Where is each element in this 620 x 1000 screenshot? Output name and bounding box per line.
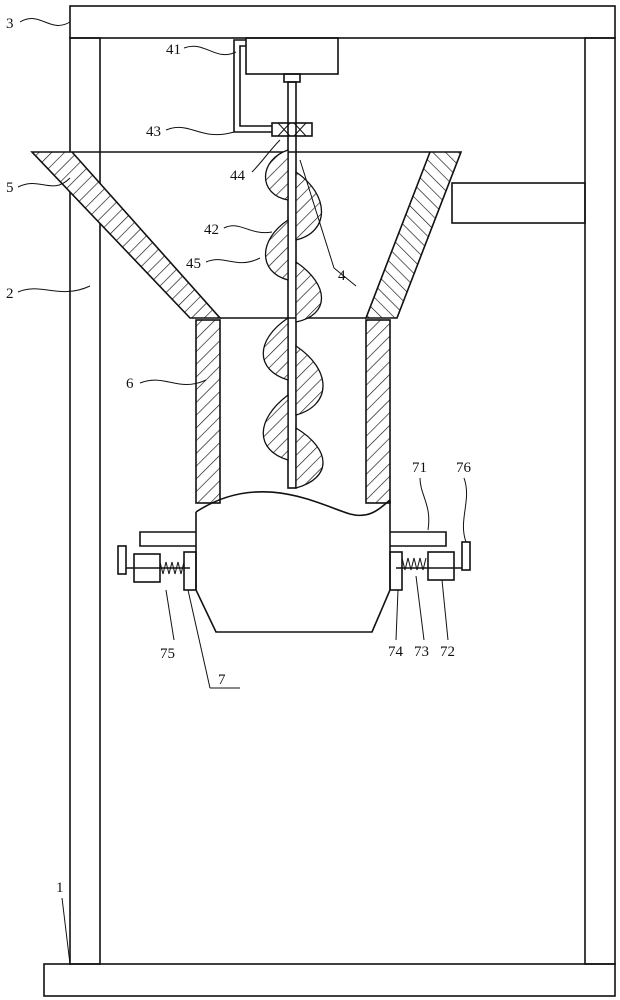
label-45: 45 bbox=[186, 256, 201, 272]
screw-shaft bbox=[287, 81, 297, 489]
support-rod bbox=[233, 39, 272, 133]
leader-lines bbox=[17, 18, 468, 965]
label-74: 74 bbox=[388, 644, 404, 660]
label-6: 6 bbox=[126, 376, 134, 392]
bag bbox=[195, 490, 391, 633]
label-41: 41 bbox=[166, 42, 181, 58]
label-7: 7 bbox=[218, 672, 226, 688]
label-3: 3 bbox=[6, 16, 14, 32]
right-clamp bbox=[389, 531, 471, 591]
label-44: 44 bbox=[230, 168, 246, 184]
top-beam bbox=[69, 5, 616, 39]
label-72: 72 bbox=[440, 644, 455, 660]
label-4: 4 bbox=[338, 268, 346, 284]
hopper-bracket bbox=[451, 182, 586, 224]
base-plate bbox=[43, 963, 616, 997]
left-clamp bbox=[117, 531, 197, 591]
motor bbox=[245, 37, 339, 83]
label-75: 75 bbox=[160, 646, 175, 662]
label-2: 2 bbox=[6, 286, 14, 302]
screw-blades bbox=[262, 149, 324, 489]
right-column bbox=[584, 37, 616, 965]
label-71: 71 bbox=[412, 460, 427, 476]
label-76: 76 bbox=[456, 460, 472, 476]
label-1: 1 bbox=[56, 880, 64, 896]
bearing bbox=[271, 122, 313, 137]
label-43: 43 bbox=[146, 124, 161, 140]
label-5: 5 bbox=[6, 180, 14, 196]
feed-tube bbox=[195, 319, 391, 504]
label-73: 73 bbox=[414, 644, 429, 660]
hopper bbox=[30, 151, 463, 319]
label-42: 42 bbox=[204, 222, 219, 238]
